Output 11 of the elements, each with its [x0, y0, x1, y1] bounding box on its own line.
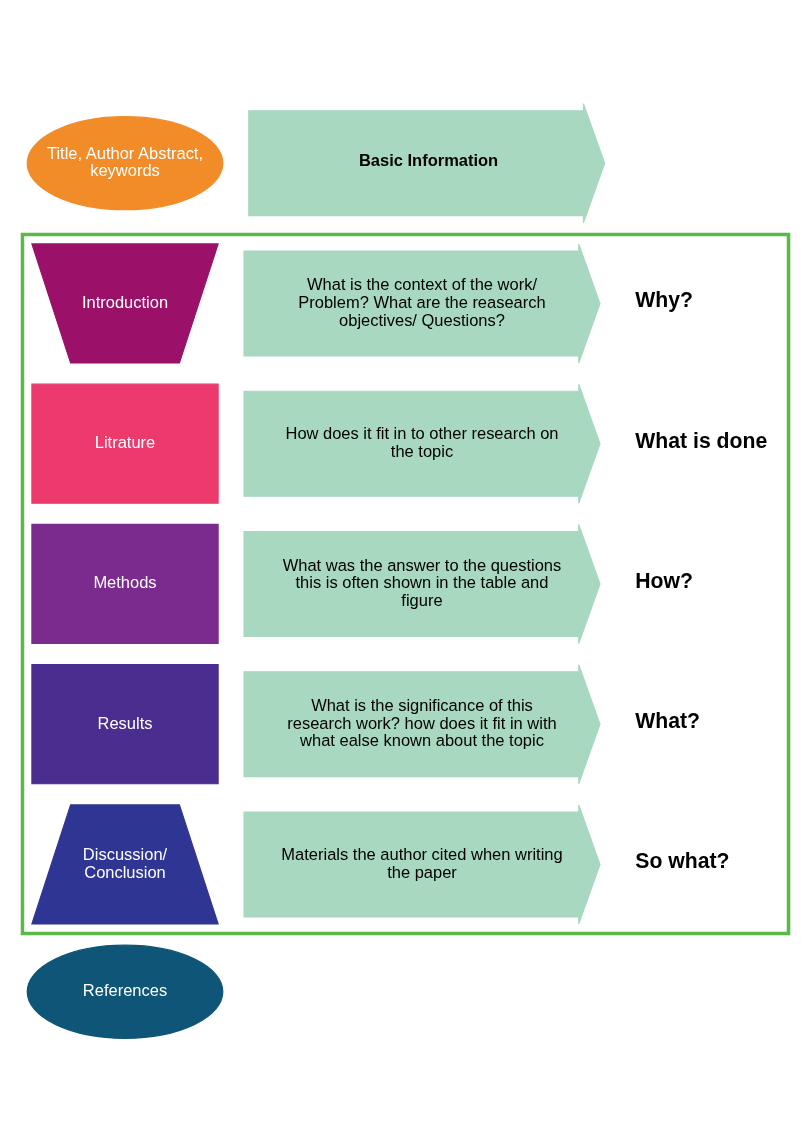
label: So what?: [635, 848, 730, 872]
node-box: Results: [31, 663, 219, 784]
node-ellipse: Title, Author Abstract, keywords: [26, 115, 224, 210]
cluster: [20, 232, 791, 935]
label: How?: [635, 568, 694, 592]
label: What is done: [635, 428, 768, 452]
node-ellipse: References: [26, 944, 224, 1039]
node-box: Methods: [31, 523, 219, 644]
label: Why?: [635, 287, 694, 311]
node-box: Litrature: [31, 383, 219, 504]
label: What?: [635, 708, 701, 732]
